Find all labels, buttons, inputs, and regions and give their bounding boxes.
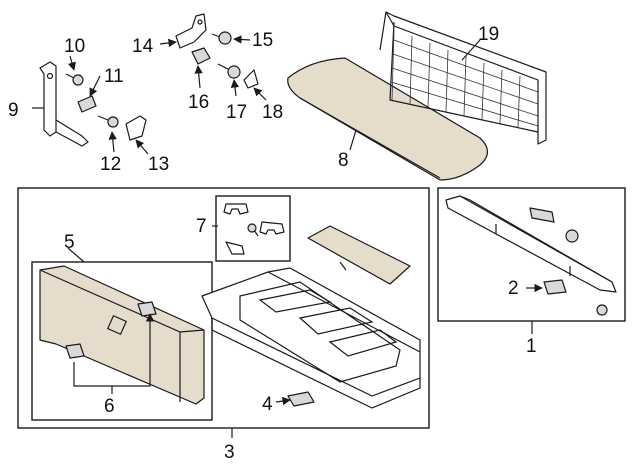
part-17-bolt [217,63,241,79]
group-frame-5 [31,261,213,421]
part-19-cargo-net [379,11,547,145]
callout-11: 11 [104,66,124,87]
part-18-clip [243,69,259,89]
callout-7: 7 [196,216,207,237]
callout-numbers: 10 11 9 12 13 14 15 16 17 18 19 8 7 5 6 … [8,24,537,463]
part-16-cap [191,47,211,65]
callout-12: 12 [100,154,121,175]
leader-lines [32,35,543,438]
part-3-lid [307,225,411,285]
part-8-cover-panel [287,57,489,181]
part-15-bolt [211,31,232,45]
callout-13: 13 [148,154,169,175]
callout-17: 17 [226,102,247,123]
part-10-screw [65,73,84,86]
part-3-tray-assembly [201,267,421,409]
callout-19: 19 [478,24,499,45]
callout-1: 1 [526,336,537,357]
callout-6: 6 [104,396,115,417]
part-14-bracket [175,13,207,49]
callout-14: 14 [132,36,154,57]
callout-5: 5 [64,232,75,253]
part-1-sill-trim [445,195,617,316]
part-2-clip [543,279,567,295]
callout-4: 4 [262,394,273,415]
part-11-clip [77,95,97,113]
group-frame-7 [215,195,291,262]
callout-18: 18 [262,102,283,123]
part-9-bracket [39,61,89,147]
net-mesh [390,29,539,129]
callout-15: 15 [252,30,273,51]
part-12-screw [97,115,119,128]
callout-2: 2 [508,278,519,299]
callout-8: 8 [338,150,349,171]
callout-9: 9 [8,100,19,121]
callout-3: 3 [224,442,235,463]
part-4-clip [287,391,315,407]
callout-16: 16 [188,92,209,113]
part-5-trim-panel [39,265,205,405]
group-frame-3 [17,187,430,429]
part-13-clip [125,115,147,141]
part-7-hardware [223,203,285,255]
callout-10: 10 [64,36,85,57]
